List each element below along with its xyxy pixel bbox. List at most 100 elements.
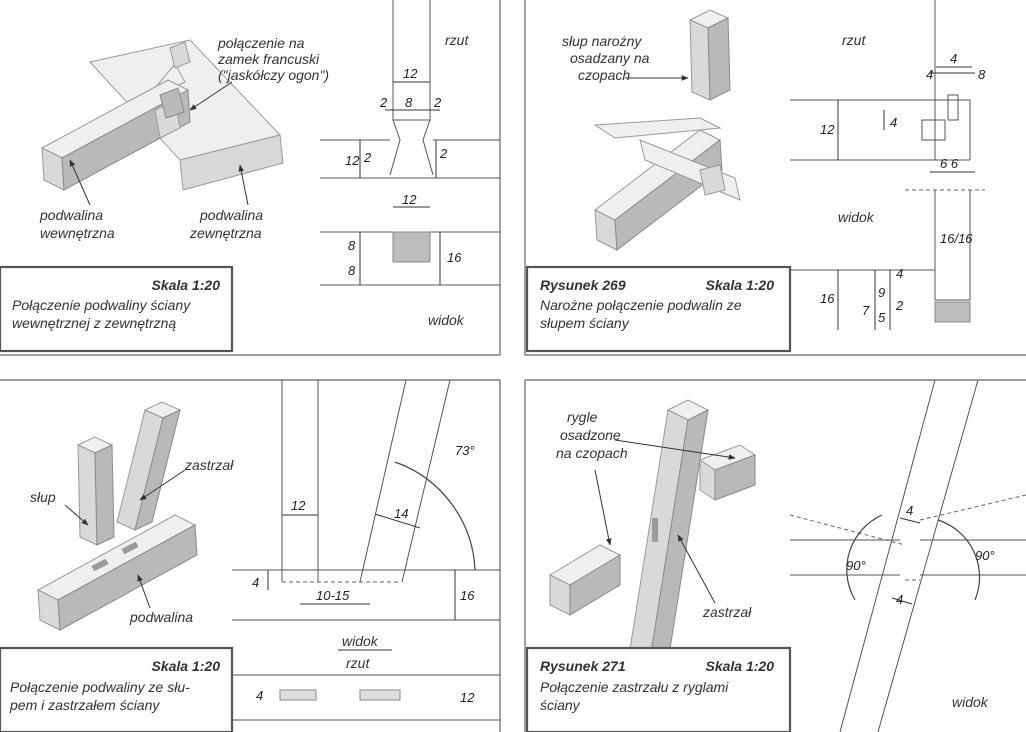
side-view-label: widok — [952, 694, 989, 710]
outer-sill-label-line1: podwalina — [199, 207, 263, 223]
caption-box-panel-4 — [525, 646, 792, 732]
rails-label-line2: osadzone — [560, 427, 621, 443]
dim-16: 16 — [460, 588, 475, 603]
dim-14: 14 — [394, 506, 408, 521]
plan-view-label: rzut — [445, 32, 469, 48]
caption-scale: Skala 1:20 — [706, 277, 775, 293]
plan-view-panel-2 — [790, 0, 985, 330]
dim-5: 5 — [878, 310, 886, 325]
dim-8a: 8 — [405, 95, 413, 110]
dim-4a: 4 — [906, 503, 913, 518]
post-label-line1: słup narożny — [562, 33, 642, 49]
sill-label: podwalina — [129, 609, 193, 625]
post-label-line3: czopach — [578, 67, 630, 83]
caption-scale: Skala 1:20 — [152, 658, 221, 674]
dim-4b: 4 — [896, 592, 903, 607]
joint-label-line2: zamek francuski — [217, 51, 320, 67]
dim-12b: 12 — [345, 153, 360, 168]
dim-6-6: 6 6 — [940, 156, 959, 171]
panel-2-frame — [524, 0, 1026, 356]
dim-2: 2 — [895, 298, 904, 313]
caption-line1: Narożne połączenie podwalin ze — [540, 297, 742, 313]
joint-label-line3: ("jaskółczy ogon") — [218, 67, 329, 83]
caption-box-panel-1 — [0, 265, 234, 353]
caption-box-panel-2 — [525, 265, 792, 353]
dim-12c: 12 — [402, 192, 417, 207]
post-arrow — [64, 504, 89, 526]
post-label: słup — [30, 489, 56, 505]
side-view-label: widok — [342, 633, 379, 649]
panel-1-frame — [0, 0, 501, 356]
sill-joint-illustration — [40, 39, 284, 191]
dim-2b: 2 — [433, 95, 442, 110]
side-view-panel-4 — [789, 379, 1026, 732]
dim-8b: 8 — [348, 238, 356, 253]
outer-sill-label-line2: zewnętrzna — [189, 225, 262, 241]
plan-view-label: rzut — [346, 655, 370, 671]
dim-73: 73° — [455, 443, 475, 458]
panel-3-frame — [0, 379, 501, 732]
dim-4b: 4 — [926, 67, 933, 82]
panel-4-frame — [524, 379, 1026, 732]
dim-90a: 90° — [846, 558, 866, 573]
dim-4b: 4 — [256, 688, 263, 703]
dim-12: 12 — [291, 498, 306, 513]
caption-line1: Połączenie podwaliny ze słu- — [10, 679, 190, 695]
dim-12a: 12 — [403, 66, 418, 81]
dim-12: 12 — [820, 122, 835, 137]
brace-arrow — [139, 469, 186, 501]
dim-2a: 2 — [379, 95, 388, 110]
brace-label: zastrzał — [702, 604, 752, 620]
side-view-label: widok — [428, 312, 465, 328]
panel-1: połączenie na zamek francuski ("jaskółcz… — [0, 0, 501, 356]
plan-view-panel-1 — [320, 0, 500, 286]
inner-sill-arrow — [69, 159, 91, 206]
dim-9: 9 — [878, 285, 885, 300]
dim-90b: 90° — [975, 548, 995, 563]
dim-2d: 2 — [439, 146, 448, 161]
sill-arrow — [137, 574, 151, 609]
dim-4: 4 — [252, 575, 259, 590]
dim-16: 16 — [447, 250, 462, 265]
caption-box-panel-3 — [0, 646, 234, 732]
caption-line2: wewnętrznej z zewnętrzną — [12, 315, 176, 331]
panel-2: słup narożny osadzany na czopach rzut wi… — [524, 0, 1026, 356]
plan-view-label: rzut — [842, 32, 866, 48]
joint-label-line1: połączenie na — [217, 35, 305, 51]
inner-sill-label-line1: podwalina — [39, 207, 103, 223]
joint-arrow — [189, 81, 233, 111]
caption-line1: Połączenie zastrzału z ryglami — [540, 679, 729, 695]
dim-4d: 4 — [896, 266, 903, 281]
caption-line1: Połączenie podwaliny ściany — [12, 297, 191, 313]
brace-label: zastrzał — [184, 457, 234, 473]
caption-scale: Skala 1:20 — [706, 658, 775, 674]
rails-arrow-left — [594, 469, 612, 546]
panel-4: rygle osadzone na czopach zastrzał 4 4 9… — [524, 379, 1026, 732]
side-view-panel-3 — [232, 379, 500, 721]
dim-2c: 2 — [363, 150, 372, 165]
dim-8c: 8 — [348, 263, 356, 278]
inner-sill-label-line2: wewnętrzna — [40, 225, 115, 241]
rails-label-line3: na czopach — [556, 445, 628, 461]
outer-sill-arrow — [238, 164, 249, 206]
caption-number: Rysunek 269 — [540, 277, 626, 293]
dim-10-15: 10-15 — [316, 588, 350, 603]
brace-rails-illustration — [548, 399, 757, 723]
caption-line2: ściany — [540, 697, 581, 713]
dim-16-16: 16/16 — [940, 231, 973, 246]
dim-8: 8 — [978, 67, 986, 82]
brace-arrow — [677, 534, 716, 604]
rails-arrow-right — [614, 439, 736, 460]
corner-post-illustration — [593, 9, 741, 251]
dim-4a: 4 — [950, 51, 957, 66]
panel-3: słup zastrzał podwalina 12 14 73° 4 10-1… — [0, 379, 501, 732]
dim-16: 16 — [820, 291, 835, 306]
caption-line2: pem i zastrzałem ściany — [9, 697, 160, 713]
caption-line2: słupem ściany — [540, 315, 630, 331]
rails-label-line1: rygle — [567, 409, 598, 425]
dim-4c: 4 — [890, 115, 897, 130]
dim-7: 7 — [862, 303, 870, 318]
side-view-label: widok — [838, 209, 875, 225]
caption-number: Rysunek 271 — [540, 658, 626, 674]
